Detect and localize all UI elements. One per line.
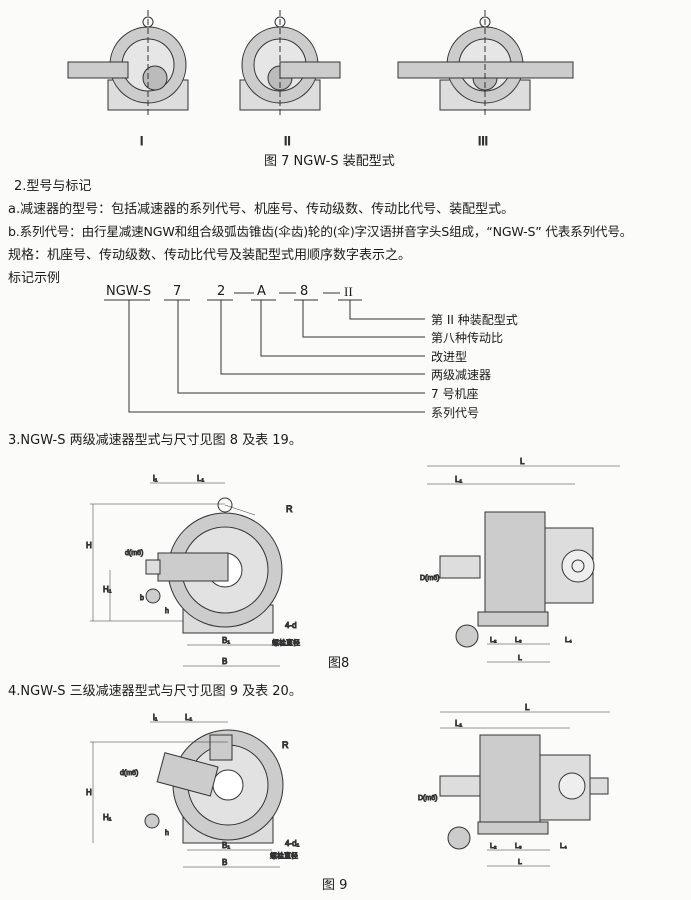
section3-heading: 3.NGW-S 两级减速器型式与尺寸见图 8 及表 19。 [8, 433, 302, 448]
figure7-caption: 图 7 NGW-S 装配型式 [264, 154, 395, 169]
fig9-label-h: h [165, 830, 169, 837]
fig9-label-R: R [282, 740, 289, 750]
fig9-label-L2: L₂ [490, 843, 497, 850]
fig8-label-d: d(m6) [125, 550, 143, 557]
example-heading: 标记示例 [8, 271, 61, 286]
section2-line-a: a.减速器的型号：包括减速器的系列代号、机座号、传动级数、传动比代号、装配型式。 [8, 202, 515, 217]
fig9-label-l1: l₁ [153, 713, 158, 722]
fig7-label-III: III [478, 134, 488, 148]
fig8-label-H: H [86, 541, 92, 550]
code-stages: 2 [217, 284, 226, 299]
figure8-caption: 图8 [328, 656, 350, 671]
fig8-label-R: R [286, 504, 293, 514]
fig8-label-bolt: 4-d [285, 621, 297, 630]
fig8-label-L4: L₄ [565, 637, 572, 644]
fig8-label-L5: L [518, 655, 522, 662]
fig8-front-view-drawing [90, 482, 283, 667]
fig7-label-II: II [284, 134, 291, 148]
meaning-assembly: 第 II 种装配型式 [431, 313, 518, 327]
code-ratio: 8 [300, 284, 309, 299]
fig7-type-II-drawing [239, 10, 341, 115]
meaning-frame: 7 号机座 [431, 387, 479, 401]
figure9-caption: 图 9 [322, 878, 348, 893]
marking-diagram [104, 292, 425, 413]
fig7-label-I: I [140, 134, 143, 148]
fig8-label-L1-side: L₁ [455, 475, 462, 484]
fig8-label-h: h [165, 608, 169, 615]
meaning-improved: 改进型 [431, 350, 468, 364]
fig9-label-H1: H₁ [103, 813, 112, 822]
fig9-label-d: d(m6) [120, 770, 138, 777]
section2-line-spec: 规格：机座号、传动级数、传动比代号及装配型式用顺序数字表示之。 [8, 248, 412, 263]
fig9-label-L4: L₄ [560, 843, 567, 850]
meaning-ratio: 第八种传动比 [431, 331, 504, 345]
fig8-label-H1: H₁ [103, 585, 112, 594]
fig8-side-view-drawing [427, 465, 620, 663]
fig8-label-L: L [520, 457, 525, 466]
fig7-type-I-drawing [67, 10, 189, 115]
code-frame: 7 [173, 284, 182, 299]
fig9-label-B: B [222, 858, 227, 867]
fig9-label-D: D(m6) [418, 795, 437, 802]
code-assembly: II [344, 284, 353, 299]
code-series: NGW-S [106, 284, 152, 299]
fig8-label-l1: l₁ [153, 474, 158, 483]
fig8-label-D: D(m6) [420, 575, 439, 582]
section2-heading: 2.型号与标记 [14, 179, 92, 194]
fig9-label-H: H [86, 788, 92, 797]
fig8-label-L3: L₃ [515, 637, 522, 644]
fig9-label-L3: L₃ [515, 843, 522, 850]
fig9-label-L: L [525, 703, 530, 712]
meaning-series: 系列代号 [431, 406, 480, 420]
fig9-label-B1: B₁ [222, 841, 230, 850]
meaning-stages: 两级减速器 [431, 368, 492, 382]
fig9-label-L5: L [518, 859, 522, 866]
fig8-label-B: B [222, 657, 227, 666]
fig9-label-L1-side: L₁ [455, 719, 462, 728]
fig7-type-III-drawing [397, 10, 574, 115]
section2-line-b: b.系列代号：由行星减速NGW和组合级弧齿锥齿(伞齿)轮的(伞)字汉语拼音字头S… [8, 224, 633, 239]
fig8-label-b: b [140, 595, 144, 602]
fig9-label-bolt-desc: 螺栓直径 [270, 851, 298, 860]
fig9-label-bolt: 4-d₁ [285, 839, 300, 848]
fig8-label-L2: L₂ [490, 637, 497, 644]
fig9-front-view-drawing [90, 721, 284, 868]
fig9-side-view-drawing [439, 711, 610, 867]
fig8-label-B1: B₁ [222, 636, 230, 645]
code-improved: A [257, 284, 266, 299]
fig8-label-bolt-desc: 螺栓直径 [272, 638, 300, 647]
section4-heading: 4.NGW-S 三级减速器型式与尺寸见图 9 及表 20。 [8, 684, 302, 699]
fig8-label-L1: L₁ [197, 474, 204, 483]
fig9-label-L1: L₁ [185, 713, 192, 722]
